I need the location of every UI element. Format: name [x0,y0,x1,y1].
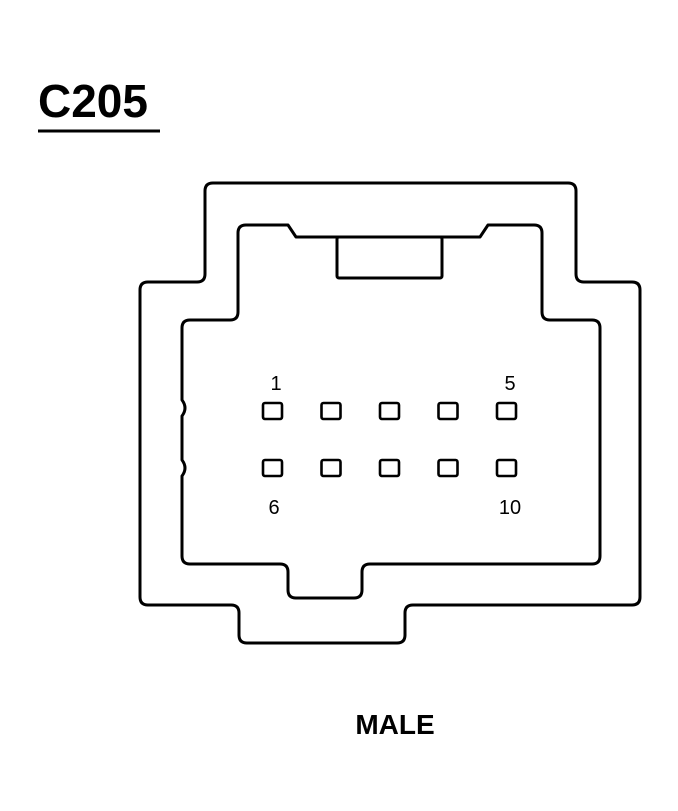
pin-cavity-3 [378,401,401,421]
connector-housing-inner [180,223,602,600]
locking-tab [335,235,444,280]
pin-cavity-1 [261,401,284,421]
pin-cavity-7 [320,458,342,478]
connector-housing-outer [138,181,642,645]
pin-label-10: 10 [499,497,521,519]
pin-label-1: 1 [270,373,281,395]
connector-id-title: C205 [38,75,148,127]
pin-label-5: 5 [504,373,515,395]
pin-cavity-9 [437,458,459,478]
pin-cavity-10 [495,458,518,478]
pin-cavity-6 [261,458,284,478]
pin-cavity-4 [437,401,459,421]
pin-grid [261,401,518,478]
connector-gender-label: MALE [355,709,434,740]
pin-cavity-2 [320,401,342,421]
pin-label-6: 6 [268,497,279,519]
pin-cavity-5 [495,401,518,421]
pin-cavity-8 [378,458,401,478]
